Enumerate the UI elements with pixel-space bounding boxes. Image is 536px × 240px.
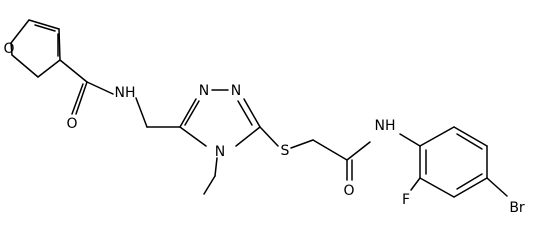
furan-oxygen-label: O [3, 41, 14, 57]
fluorine-label: F [402, 192, 410, 208]
molecule-structure-diagram: O O NH N N N S O NH F Br [3, 19, 525, 216]
furan-carboxamide [59, 59, 181, 128]
triazole-n4-label: N [215, 144, 225, 160]
carbonyl-oxygen-2-label: O [343, 183, 354, 199]
amide-nh-label: NH [115, 85, 136, 101]
phenyl-ring [410, 126, 508, 198]
bromine-label: Br [509, 200, 525, 216]
amide-nh-2-label: NH [375, 118, 396, 134]
triazole-n2-label: N [231, 83, 241, 99]
sulfur-label: S [281, 143, 290, 159]
furan-ring [10, 19, 61, 78]
triazole-n1-label: N [199, 83, 209, 99]
carbonyl-oxygen-label: O [66, 116, 77, 132]
triazole-ring [179, 89, 261, 195]
thioacetamide-chain [259, 126, 421, 181]
